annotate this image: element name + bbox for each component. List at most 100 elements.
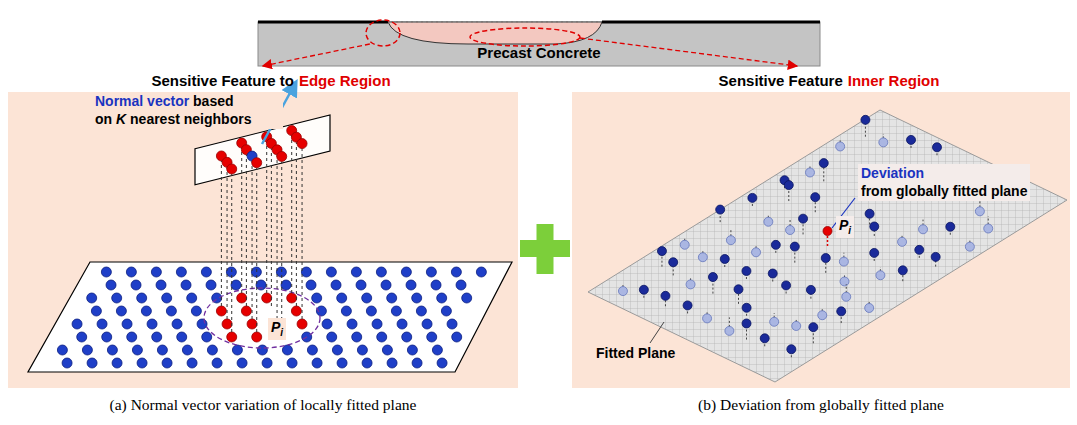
point (876, 271, 885, 280)
point (172, 319, 182, 329)
projection-line (256, 168, 257, 332)
point (811, 193, 820, 202)
point (703, 314, 712, 323)
point (447, 319, 457, 329)
point (101, 267, 111, 277)
point (176, 267, 186, 277)
point (162, 293, 172, 303)
point (131, 280, 141, 290)
point (984, 224, 993, 233)
point (865, 303, 874, 312)
point (137, 358, 147, 368)
neighbor-point (297, 319, 307, 329)
point (116, 306, 126, 316)
point (639, 285, 648, 294)
edge-region-marker (366, 20, 400, 46)
point (326, 267, 336, 277)
point (376, 267, 386, 277)
point (437, 358, 447, 368)
point (237, 358, 247, 368)
point (790, 242, 799, 251)
point (377, 332, 387, 342)
deviation-line (902, 274, 903, 281)
point (422, 319, 432, 329)
figure-caption: (b) Deviation from globally fitted plane (698, 396, 944, 413)
point (231, 280, 241, 290)
label-group: Deviationfrom globally fitted plane (858, 164, 1030, 201)
point (441, 306, 451, 316)
point (932, 143, 941, 152)
point (771, 240, 780, 249)
point (792, 321, 801, 330)
point (821, 254, 830, 263)
projection-line (281, 161, 282, 332)
surface-line (602, 21, 820, 24)
deviation-line (869, 218, 870, 225)
panel-background (8, 92, 518, 388)
point (760, 334, 769, 343)
point (401, 267, 411, 277)
projection-line (231, 174, 232, 332)
label-group: Pi (268, 318, 286, 340)
point (726, 236, 735, 245)
deviation-line (841, 315, 842, 323)
point (716, 205, 725, 214)
surface-line (258, 21, 388, 24)
figure-caption: (a) Normal vector variation of locally f… (110, 396, 417, 413)
point (476, 267, 486, 277)
neighbor-point (252, 332, 262, 342)
projection-line (241, 148, 242, 293)
projection-line (246, 155, 247, 306)
point (842, 292, 851, 301)
point (156, 280, 166, 290)
point (837, 307, 846, 316)
point (412, 358, 422, 368)
point (669, 258, 678, 267)
point (391, 306, 401, 316)
vector-label: Normal vector (95, 93, 189, 109)
deviation-line (673, 266, 674, 275)
point (975, 207, 984, 216)
point (748, 193, 757, 202)
point (107, 345, 117, 355)
leader-line (650, 322, 664, 343)
point (427, 332, 437, 342)
point (181, 280, 191, 290)
concrete-box: Precast Concrete (258, 22, 820, 66)
point (187, 293, 197, 303)
neighbor-point (262, 293, 272, 303)
panel-title: Inner Region (848, 72, 940, 89)
lower-plane (28, 262, 512, 372)
point (402, 332, 412, 342)
point (381, 280, 391, 290)
point (282, 345, 292, 355)
point (287, 358, 297, 368)
pit-top-line (388, 22, 602, 23)
point (768, 269, 777, 278)
point (787, 345, 796, 354)
label-group: (a) Normal vector variation of locally f… (8, 395, 518, 415)
projection-line (302, 149, 303, 319)
point (451, 267, 461, 277)
deviation-line (738, 293, 739, 304)
point (742, 267, 751, 276)
panel-title: Sensitive Feature to (151, 72, 294, 89)
point (382, 345, 392, 355)
vector-label: nearest neighbors (130, 111, 251, 127)
point (770, 317, 779, 326)
point (784, 181, 793, 190)
point (62, 358, 72, 368)
defect-pit (388, 22, 602, 44)
point (331, 280, 341, 290)
point (72, 319, 82, 329)
inner-region-marker (470, 28, 580, 46)
point (202, 332, 212, 342)
deviation-line (661, 255, 662, 267)
point (898, 237, 907, 246)
point (126, 267, 136, 277)
point (112, 293, 122, 303)
point (407, 345, 417, 355)
projected-point (297, 139, 307, 149)
point (151, 267, 161, 277)
point (919, 225, 928, 234)
